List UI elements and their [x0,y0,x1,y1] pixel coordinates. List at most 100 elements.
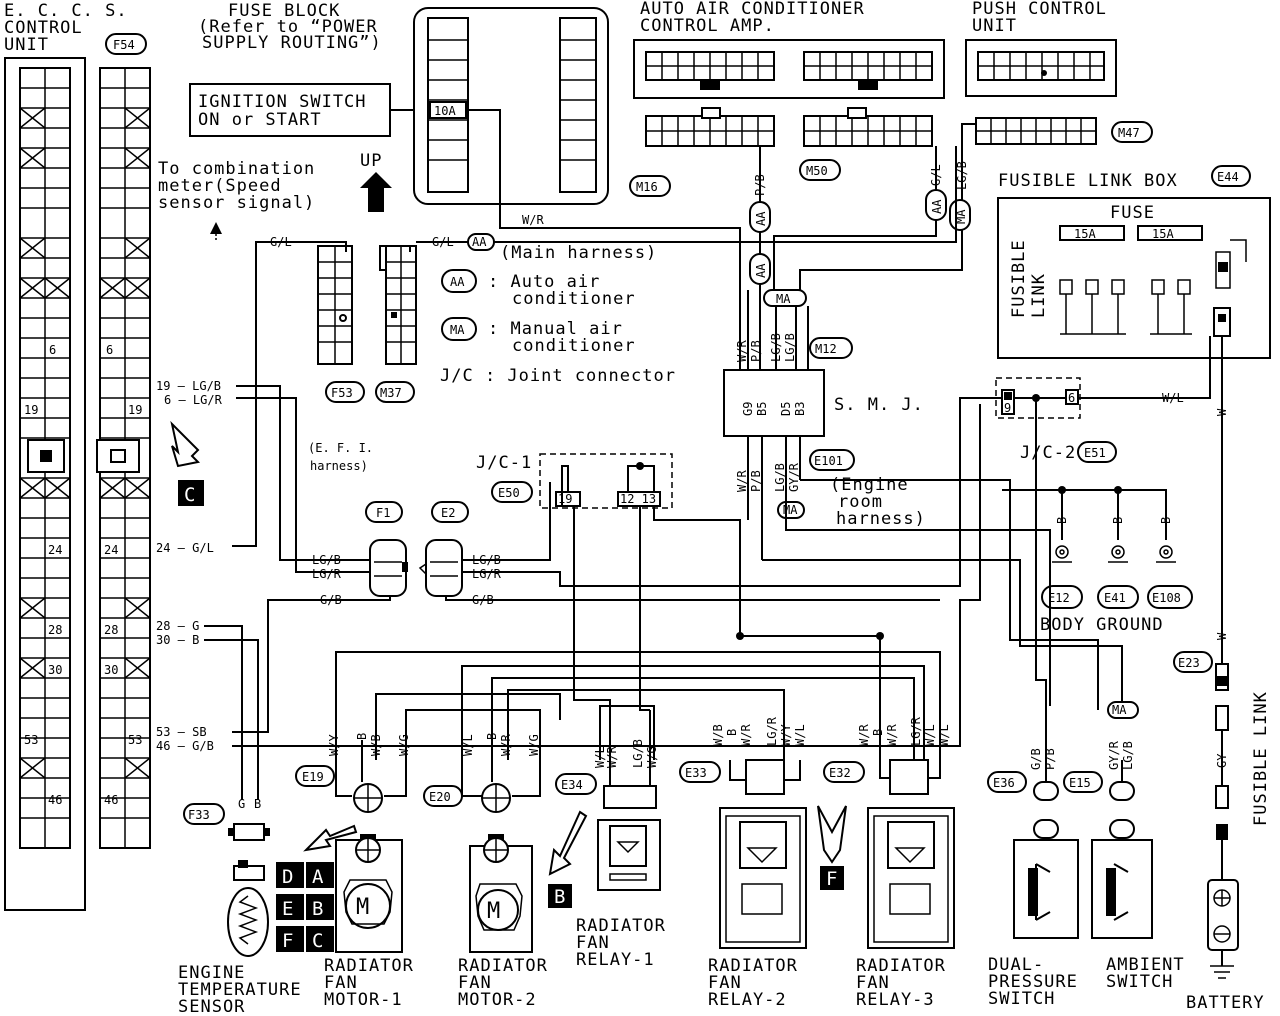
svg-text:E20: E20 [429,790,451,804]
svg-text:F53: F53 [331,386,353,400]
svg-text:24: 24 [104,543,118,557]
svg-text:ON or START: ON or START [198,110,322,130]
svg-text:W: W [1215,632,1229,640]
auto-ac-control-amp: AUTO AIR CONDITIONER CONTROL AMP. [629,0,945,197]
svg-text:LG/R: LG/R [909,716,923,746]
svg-text:W/G: W/G [527,734,541,756]
svg-text:F33: F33 [188,808,210,822]
svg-text:19: 19 [128,403,142,417]
view-markers: C B F [170,420,847,908]
svg-text:GY: GY [1215,753,1229,768]
f54-tag [105,33,147,55]
svg-text:LG/B: LG/B [783,333,797,362]
ma-code-badge [441,317,477,341]
svg-text:AA: AA [930,199,944,214]
svg-text:BODY GROUND: BODY GROUND [1040,615,1164,635]
svg-text:B3: B3 [793,402,807,416]
ambient-switch: MA GY/R LG/B E15 AMBIENT SWITCH [1063,701,1184,992]
svg-text:LG/B: LG/B [1121,741,1135,770]
eccs-pin-30: 30 [48,663,62,677]
svg-text:9: 9 [1004,401,1011,415]
svg-text:FAN: FAN [576,933,610,953]
svg-text:CONTROL AMP.: CONTROL AMP. [640,16,775,36]
svg-text:SWITCH: SWITCH [1106,972,1173,992]
svg-text:C: C [184,484,195,506]
joint-connector-1: J/C-1 E50 19 12 13 [476,453,741,736]
arrow-c-icon [170,420,201,468]
f53-connector: F53 [317,245,365,403]
svg-text:W/R: W/R [739,724,753,746]
svg-text:B: B [355,733,369,740]
svg-text:P/B: P/B [749,340,763,362]
svg-text:E: E [282,898,293,920]
svg-text:E41: E41 [1104,591,1126,605]
eccs-title: E. C. C. S. [4,1,128,21]
svg-text:W/G: W/G [645,746,659,768]
svg-text:W/Y: W/Y [779,724,793,746]
ignition-switch-box [189,83,391,137]
svg-text:W/G: W/G [397,734,411,756]
svg-text:12 13: 12 13 [620,492,656,506]
svg-text:E19: E19 [302,770,324,784]
svg-text:UNIT: UNIT [972,16,1017,36]
svg-text:AA: AA [450,275,465,289]
svg-text:RELAY-2: RELAY-2 [708,990,787,1010]
eccs-control-unit: E. C. C. S. CONTROL UNIT [4,1,128,911]
svg-text:PUSH CONTROL: PUSH CONTROL [972,0,1107,19]
eccs-grid-lines [20,87,70,819]
e101-tag [809,449,855,471]
svg-text:RADIATOR: RADIATOR [576,916,666,936]
svg-text:MA: MA [776,292,791,306]
smj-box [723,369,825,437]
svg-text:M12: M12 [815,342,837,356]
fuse-10a [429,101,467,119]
svg-text:E32: E32 [829,766,851,780]
svg-text:G: G [238,797,245,811]
svg-text:meter(Speed: meter(Speed [158,176,282,196]
svg-text:LG/R: LG/R [472,567,502,581]
svg-text:LG/B: LG/B [472,553,501,567]
svg-text:BATTERY: BATTERY [1186,993,1265,1013]
svg-text:E12: E12 [1048,591,1070,605]
svg-text:W/B: W/B [711,724,725,746]
up-arrow-icon [360,172,392,212]
svg-text:PRESSURE: PRESSURE [988,972,1078,992]
svg-text:D: D [282,866,293,888]
svg-text:harness): harness) [836,509,926,529]
svg-text:AA: AA [472,235,487,249]
svg-text:G/L: G/L [432,235,454,249]
svg-text:MA: MA [1112,703,1127,717]
svg-text:P/B: P/B [753,174,767,196]
engine-temperature-sensor: F33 G B ENGINE TEMPERATURE SENSOR [178,797,301,1016]
svg-text:M47: M47 [1118,126,1140,140]
svg-text:To combination: To combination [158,159,315,179]
svg-text:W/L: W/L [461,734,475,756]
svg-text:ENGINE: ENGINE [178,963,245,983]
svg-text:M: M [487,899,500,924]
svg-text:W/R: W/R [885,724,899,746]
svg-text:W/B: W/B [369,734,383,756]
push-control-unit: PUSH CONTROL UNIT M47 [965,0,1153,145]
svg-text:LG/B: LG/B [312,553,341,567]
radiator-fan-relay-1: W/L W/R LG/B W/G E34 RADIATOR FAN RELAY-… [555,710,666,970]
svg-text:B: B [254,797,261,811]
svg-text:15A: 15A [1074,227,1096,241]
svg-text:FUSIBLE LINK: FUSIBLE LINK [1251,691,1271,826]
svg-text:W/L: W/L [593,746,607,768]
svg-text:28 — G: 28 — G [156,619,199,633]
svg-text:46: 46 [104,793,118,807]
svg-text:FAN: FAN [458,973,492,993]
svg-text:B: B [1159,517,1173,524]
svg-text:E101: E101 [814,454,843,468]
svg-text:DUAL-: DUAL- [988,955,1044,975]
svg-text:6 — LG/R: 6 — LG/R [164,393,223,407]
svg-text:F1: F1 [376,506,390,520]
svg-text:B: B [554,886,565,908]
svg-text:FUSE BLOCK: FUSE BLOCK [228,1,340,21]
svg-text:M37: M37 [380,386,402,400]
smj-connector: S. M. J. G9 B5 D5 B3 M12 E101 [723,337,923,471]
svg-text:W/Y: W/Y [327,734,341,756]
svg-text:IGNITION SWITCH: IGNITION SWITCH [198,92,367,112]
fuse-column-right [559,17,597,193]
svg-text:LG/R: LG/R [765,716,779,746]
